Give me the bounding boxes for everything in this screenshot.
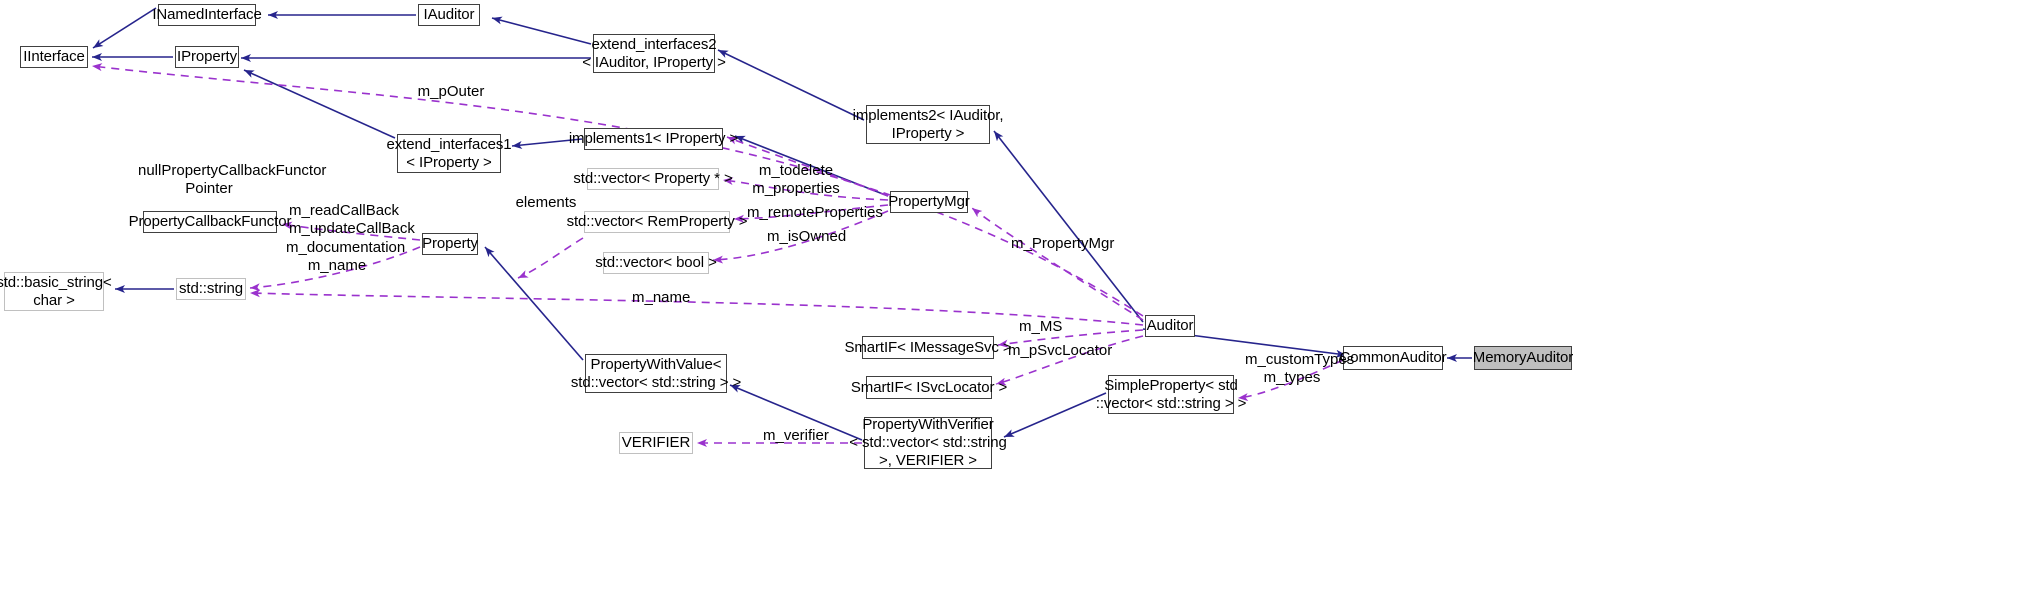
node-property[interactable]: Property — [422, 233, 478, 255]
edge-label-m-propertymgr: m_PropertyMgr — [1011, 235, 1115, 252]
node-propertywithvalue[interactable]: PropertyWithValue< std::vector< std::str… — [571, 354, 741, 393]
edge-label-m-readcallback-m-updatecallback: m_readCallBack m_updateCallBack — [289, 202, 415, 237]
edge-label-m-psvclocator: m_pSvcLocator — [1008, 342, 1113, 359]
node-basic-string[interactable]: std::basic_string< char > — [0, 272, 112, 311]
node-propertywithverifier[interactable]: PropertyWithVerifier < std::vector< std:… — [849, 416, 1007, 469]
edge-label-m-verifier: m_verifier — [763, 427, 829, 444]
node-implements2[interactable]: implements2< IAuditor, IProperty > — [853, 105, 1004, 144]
node-verifier[interactable]: VERIFIER — [619, 432, 693, 454]
node-iinterface[interactable]: IInterface — [20, 46, 88, 68]
edge-label-m-pouter: m_pOuter — [417, 83, 485, 100]
node-vector-property-ptr[interactable]: std::vector< Property * > — [573, 168, 733, 190]
node-smartif-isvclocator[interactable]: SmartIF< ISvcLocator > — [851, 376, 1007, 399]
node-inamedinterface[interactable]: INamedInterface — [152, 4, 262, 26]
node-auditor[interactable]: Auditor — [1145, 315, 1195, 337]
edge-label-m-isowned: m_isOwned — [767, 228, 847, 245]
edge-label-m-name: m_name — [632, 289, 691, 306]
node-smartif-imessagesvc[interactable]: SmartIF< IMessageSvc > — [844, 336, 1012, 359]
node-propertymgr[interactable]: PropertyMgr — [888, 191, 970, 213]
edge-label-m-ms: m_MS — [1019, 318, 1063, 335]
edge-label-m-documentation-m-name: m_documentation m_name — [286, 239, 406, 274]
node-simpleproperty[interactable]: SimpleProperty< std ::vector< std::strin… — [1096, 375, 1246, 414]
node-extend-interfaces2[interactable]: extend_interfaces2 < IAuditor, IProperty… — [582, 34, 726, 73]
node-propertycallbackfunctor[interactable]: PropertyCallbackFunctor — [129, 211, 291, 233]
node-iproperty[interactable]: IProperty — [175, 46, 239, 68]
edge-label-elements: elements — [515, 194, 577, 211]
edge-label-m-todelete-m-properties: m_todelete m_properties — [752, 162, 840, 197]
node-implements1[interactable]: implements1< IProperty > — [569, 128, 738, 150]
node-vector-remproperty[interactable]: std::vector< RemProperty > — [567, 211, 748, 233]
node-std-string[interactable]: std::string — [176, 278, 246, 300]
node-extend-interfaces1[interactable]: extend_interfaces1 < IProperty > — [387, 134, 512, 173]
edge-label-nullpropertycallbackfunctorpointer: nullPropertyCallbackFunctor Pointer — [138, 162, 327, 197]
node-iauditor[interactable]: IAuditor — [418, 4, 480, 26]
node-commonauditor[interactable]: CommonAuditor — [1339, 346, 1447, 370]
edge-label-m-customtypes-m-types: m_customTypes m_types — [1245, 351, 1355, 386]
edge-label-m-remoteproperties: m_remoteProperties — [747, 204, 883, 221]
node-vector-bool[interactable]: std::vector< bool > — [595, 252, 717, 274]
node-memoryauditor[interactable]: MemoryAuditor — [1473, 346, 1573, 370]
